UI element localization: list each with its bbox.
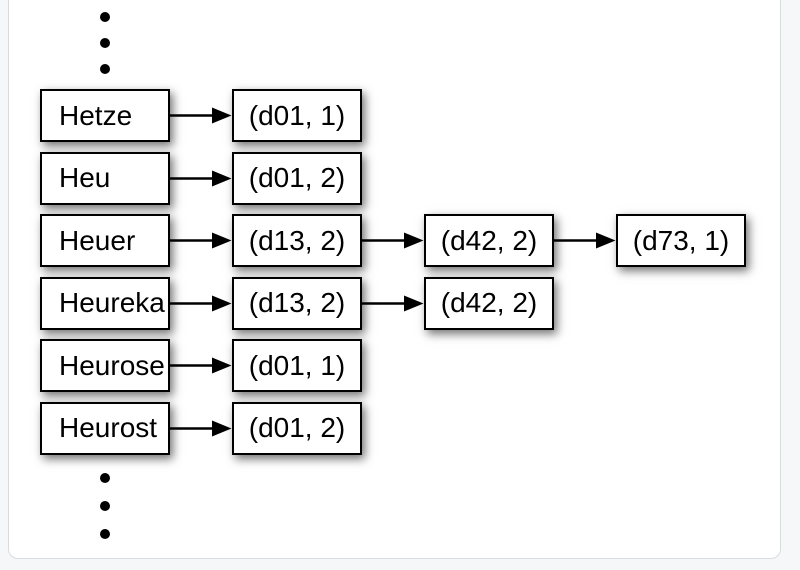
index-row: Heurost (d01, 2): [40, 401, 746, 455]
arrow-right-icon: [170, 107, 232, 124]
index-row: Heurose (d01, 1): [40, 339, 746, 392]
term-box: Heurose: [40, 339, 170, 392]
arrow-right-icon: [554, 232, 616, 249]
arrow-right-icon: [170, 420, 232, 436]
ellipsis-top: [100, 12, 110, 74]
posting-box: (d73, 1): [616, 214, 746, 267]
term-box: Heu: [40, 151, 170, 205]
term-box: Heurost: [40, 401, 170, 455]
posting-box: (d01, 2): [232, 151, 362, 205]
ellipsis-dot: [100, 38, 110, 48]
term-box: Heureka: [40, 276, 170, 330]
posting-box: (d42, 2): [424, 276, 554, 330]
index-row: Heu (d01, 2): [40, 151, 746, 205]
posting-box: (d01, 1): [232, 339, 362, 392]
ellipsis-dot: [100, 501, 110, 511]
posting-box: (d13, 2): [232, 276, 362, 330]
index-rows: Hetze (d01, 1) Heu (d01, 2) Heuer (d13, 2) (d4…: [40, 89, 746, 464]
ellipsis-dot: [100, 529, 110, 539]
index-row: Heureka (d13, 2) (d42, 2): [40, 276, 746, 330]
posting-box: (d01, 2): [232, 401, 362, 455]
arrow-right-icon: [362, 295, 424, 311]
index-row: Heuer (d13, 2) (d42, 2) (d73, 1): [40, 214, 746, 267]
posting-box: (d01, 1): [232, 89, 362, 142]
arrow-right-icon: [170, 357, 232, 374]
arrow-right-icon: [362, 232, 424, 249]
posting-box: (d13, 2): [232, 214, 362, 267]
term-box: Heuer: [40, 214, 170, 267]
index-row: Hetze (d01, 1): [40, 89, 746, 142]
arrow-right-icon: [170, 170, 232, 186]
ellipsis-bottom: [100, 473, 110, 539]
ellipsis-dot: [100, 473, 110, 483]
ellipsis-dot: [100, 64, 110, 74]
arrow-right-icon: [170, 295, 232, 311]
term-box: Hetze: [40, 89, 170, 142]
arrow-right-icon: [170, 232, 232, 249]
diagram-panel: Hetze (d01, 1) Heu (d01, 2) Heuer (d13, 2) (d4…: [8, 0, 781, 559]
ellipsis-dot: [100, 12, 110, 22]
posting-box: (d42, 2): [424, 214, 554, 267]
